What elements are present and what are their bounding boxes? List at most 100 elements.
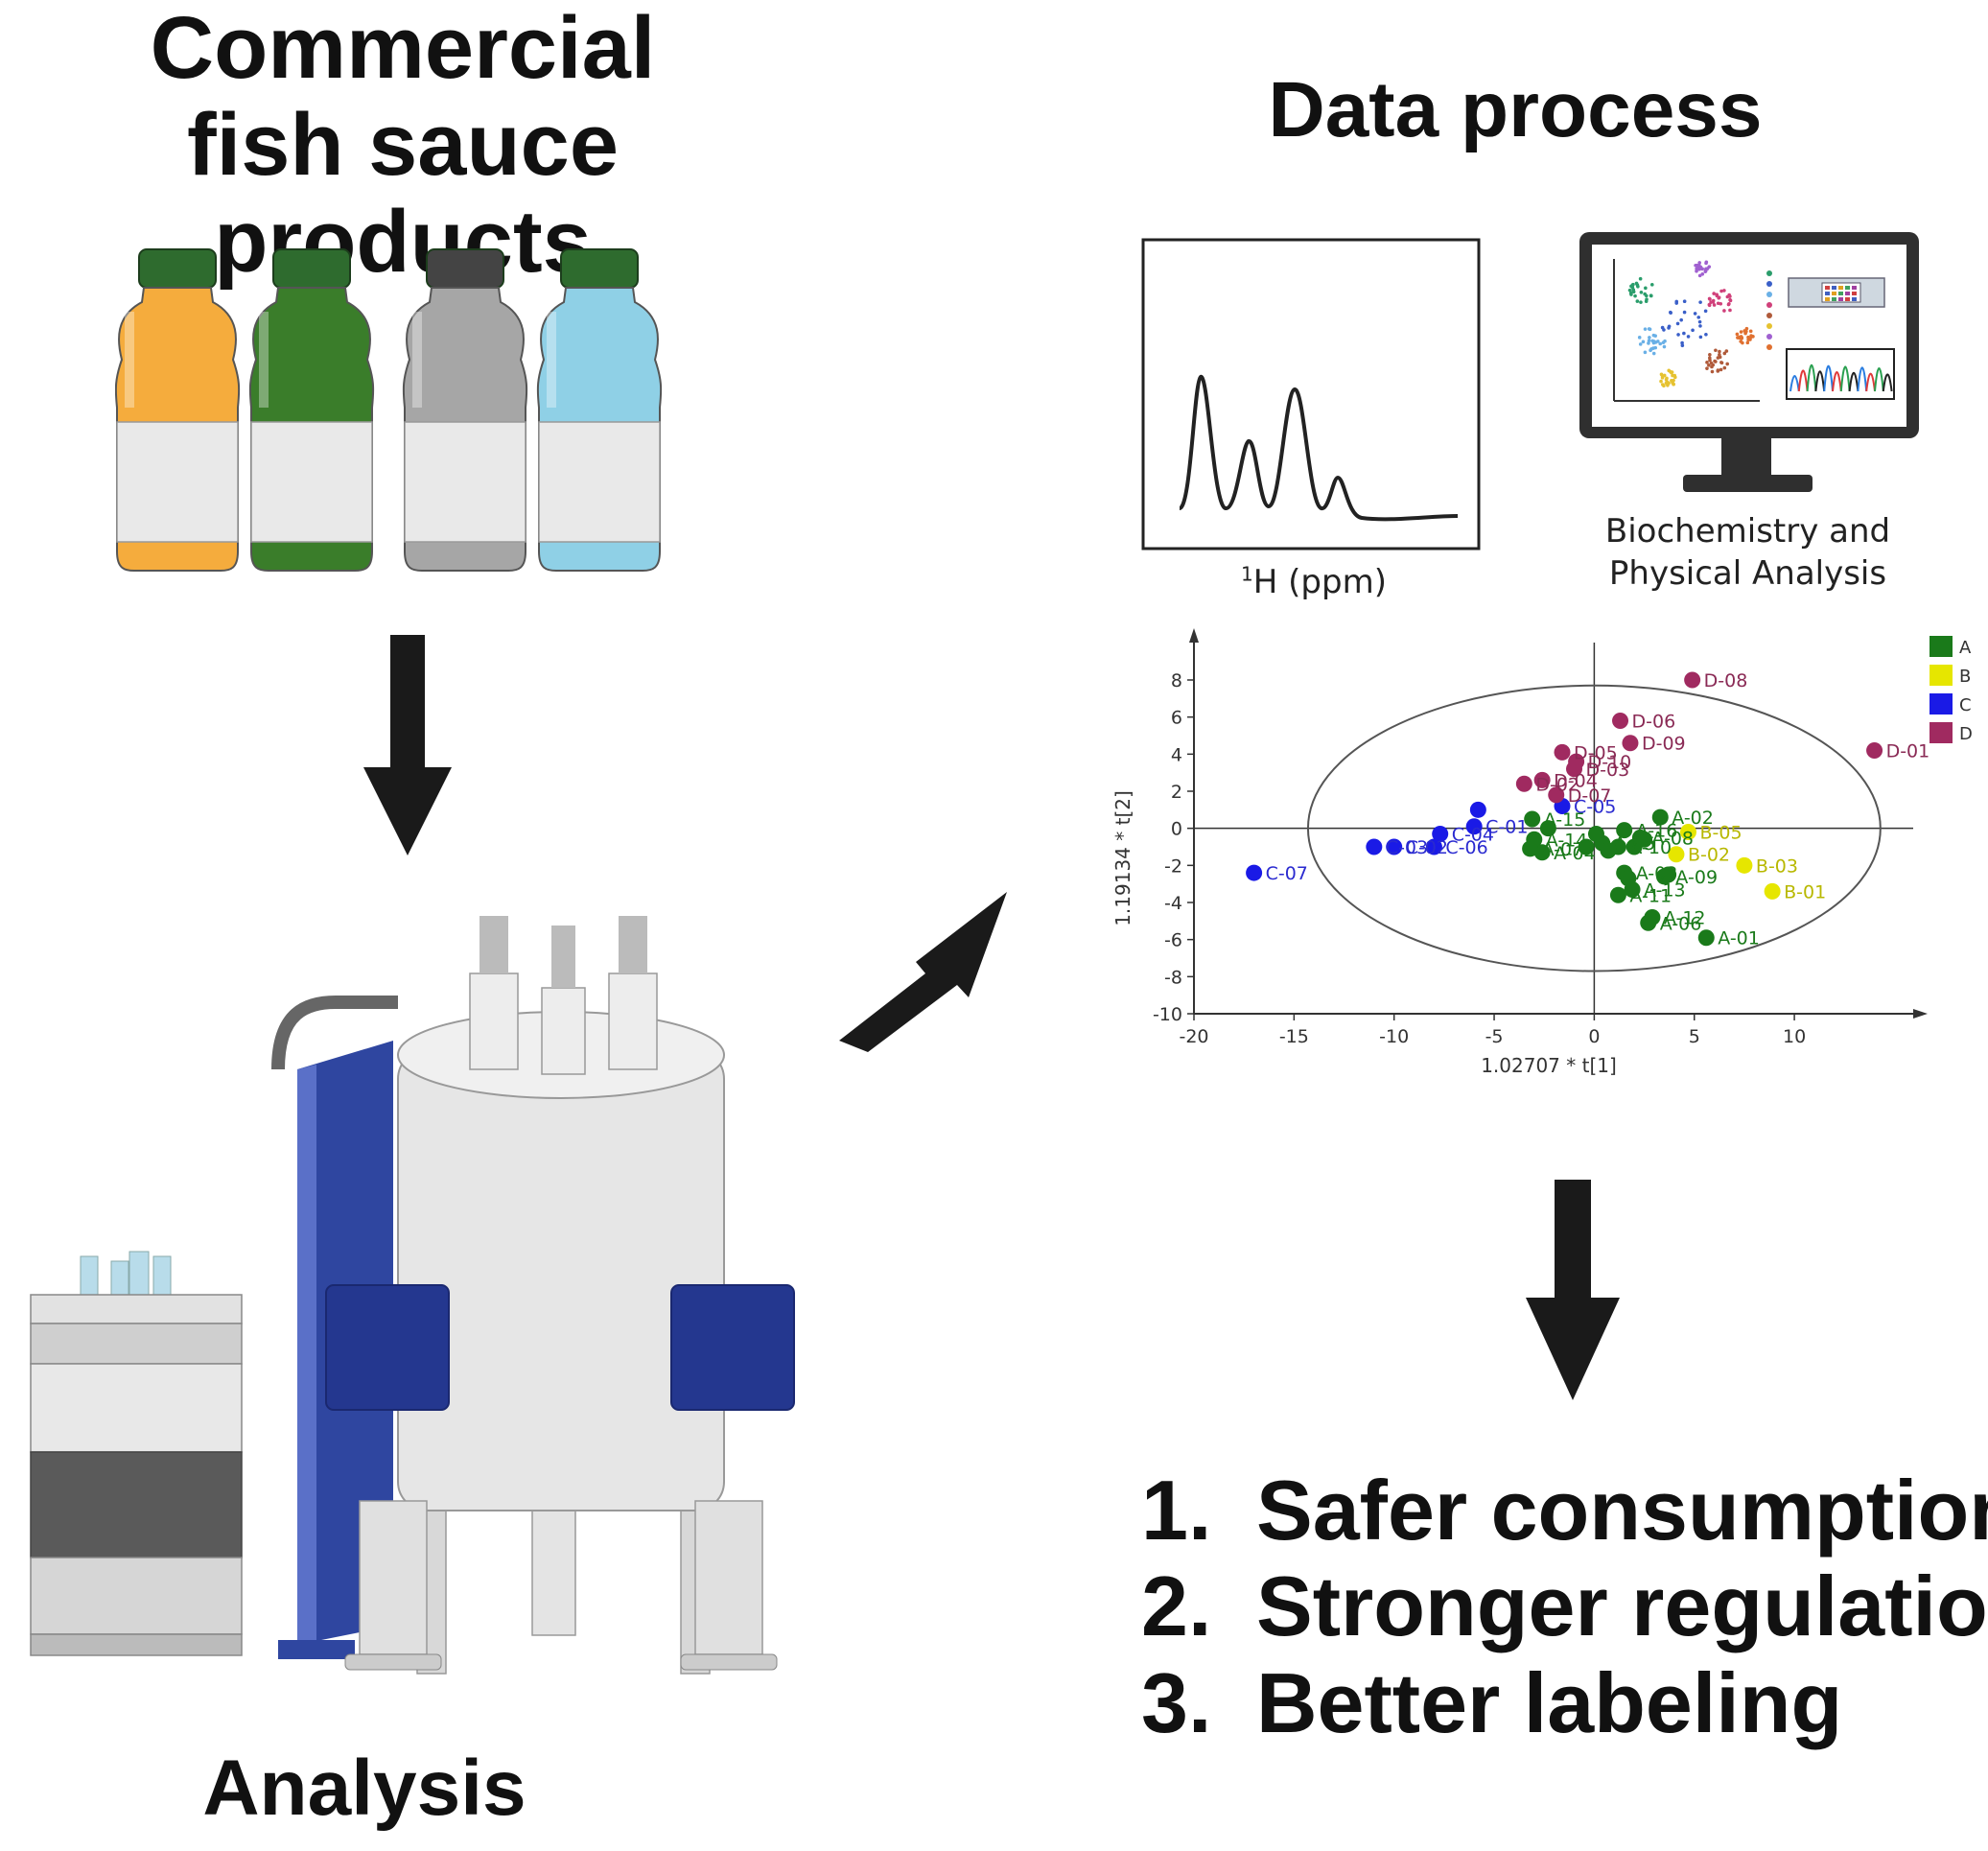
scatter-point-c bbox=[1465, 818, 1483, 835]
point-label: A-09 bbox=[1675, 867, 1718, 888]
y-tick-label: -8 bbox=[1164, 967, 1182, 988]
legend-swatch bbox=[1930, 636, 1953, 657]
scatter-point-d bbox=[1548, 786, 1565, 804]
scatter-point-a bbox=[1697, 929, 1715, 947]
outcome-number: 3. bbox=[1141, 1654, 1212, 1750]
scatter-point-d bbox=[1533, 771, 1551, 788]
point-label: A-13 bbox=[1644, 879, 1686, 901]
bottle-icon bbox=[248, 248, 375, 572]
legend-swatch bbox=[1930, 665, 1953, 686]
arrow-diagonal-icon bbox=[839, 892, 1007, 1052]
scatter-point-d bbox=[1515, 775, 1532, 792]
scatter-point-b bbox=[1668, 846, 1685, 863]
scatter-point-a bbox=[1636, 831, 1653, 848]
x-tick-label: -5 bbox=[1485, 1026, 1504, 1047]
scatter-point-c bbox=[1366, 838, 1383, 855]
scatter-point-a bbox=[1620, 870, 1637, 887]
point-label: A-12 bbox=[1664, 907, 1706, 928]
legend-label: B bbox=[1959, 667, 1971, 687]
point-label: C-06 bbox=[1445, 837, 1487, 858]
outcome-item-1: 1. Safer consumption bbox=[1141, 1463, 1988, 1558]
scatter-point-a bbox=[1526, 831, 1543, 848]
chart-ellipse bbox=[1306, 684, 1882, 972]
scatter-point-a bbox=[1609, 886, 1626, 903]
y-tick-label: -6 bbox=[1164, 930, 1182, 951]
x-tick-label: 5 bbox=[1689, 1026, 1700, 1047]
scatter-point-c bbox=[1246, 864, 1263, 881]
scatter-point-c bbox=[1469, 801, 1486, 818]
outcome-number: 1. bbox=[1141, 1463, 1212, 1558]
scatter-point-a bbox=[1660, 866, 1677, 883]
outcomes-list: 1. Safer consumption 2. Stronger regulat… bbox=[1141, 1463, 1988, 1751]
confidence-ellipse bbox=[1306, 684, 1882, 972]
scatter-point-d bbox=[1684, 671, 1701, 689]
bottle-icon bbox=[402, 248, 528, 572]
outcome-item-3: 3. Better labeling bbox=[1141, 1655, 1988, 1751]
outcome-item-2: 2. Stronger regulation bbox=[1141, 1558, 1988, 1654]
title-left-line2: fish sauce products bbox=[187, 96, 619, 292]
point-label: A-14 bbox=[1546, 830, 1588, 851]
scatter-point-b bbox=[1679, 824, 1696, 841]
monitor-caption: Biochemistry and Physical Analysis bbox=[1573, 510, 1923, 595]
point-label: C-05 bbox=[1574, 796, 1616, 817]
scatter-point-d bbox=[1866, 741, 1883, 759]
x-tick-label: -10 bbox=[1379, 1026, 1409, 1047]
scatter-point-c bbox=[1386, 838, 1403, 855]
scatter-point-a bbox=[1600, 842, 1617, 859]
point-label: C-01 bbox=[1485, 817, 1528, 838]
point-label: A-06 bbox=[1660, 913, 1702, 934]
scatter-point-a bbox=[1578, 838, 1595, 855]
scatter-point-d bbox=[1554, 743, 1571, 761]
outcome-text: Better labeling bbox=[1256, 1654, 1843, 1750]
legend-label: A bbox=[1959, 638, 1972, 658]
monitor-icon bbox=[1579, 232, 1919, 492]
point-label: D-10 bbox=[1588, 752, 1632, 773]
point-label: D-08 bbox=[1704, 670, 1748, 691]
point-label: A-11 bbox=[1629, 885, 1672, 906]
point-label: C-03 bbox=[1386, 837, 1428, 858]
scatter-point-c bbox=[1425, 838, 1442, 855]
point-label: A-15 bbox=[1544, 809, 1586, 831]
chart-x-axis-label: 1.02707 * t[1] bbox=[1481, 1054, 1617, 1077]
point-label: A-04 bbox=[1554, 843, 1596, 864]
y-tick-label: 8 bbox=[1171, 670, 1182, 691]
title-commercial-fish-sauce: Commercial fish sauce products bbox=[0, 0, 806, 292]
scatter-point-d bbox=[1612, 713, 1629, 730]
y-tick-label: 0 bbox=[1171, 819, 1182, 840]
nmr-magnet-icon bbox=[271, 916, 795, 1675]
nmr-axis-sup: 1 bbox=[1241, 562, 1253, 586]
y-tick-label: -2 bbox=[1164, 855, 1182, 877]
x-tick-label: 0 bbox=[1588, 1026, 1600, 1047]
title-left-line1: Commercial bbox=[150, 0, 656, 97]
point-label: B-05 bbox=[1699, 823, 1742, 844]
point-label: B-01 bbox=[1784, 881, 1826, 902]
outcome-number: 2. bbox=[1141, 1558, 1212, 1654]
point-label: A-10 bbox=[1629, 837, 1672, 858]
y-axis-arrow-icon bbox=[1189, 628, 1199, 643]
y-tick-label: -4 bbox=[1164, 893, 1182, 914]
point-label: C-07 bbox=[1266, 863, 1308, 884]
point-label: A-07 bbox=[1542, 839, 1584, 860]
point-label: A-02 bbox=[1672, 808, 1714, 829]
point-label: D-03 bbox=[1586, 760, 1630, 781]
y-tick-label: 4 bbox=[1171, 744, 1182, 765]
monitor-caption-line1: Biochemistry and bbox=[1604, 512, 1891, 551]
fish-sauce-bottles bbox=[115, 248, 663, 572]
scatter-point-d bbox=[1568, 753, 1585, 770]
chart-points bbox=[1246, 671, 1883, 947]
point-label: B-02 bbox=[1688, 845, 1730, 866]
nmr-spectrometer-and-hplc-illustration bbox=[30, 916, 795, 1675]
title-analysis: Analysis bbox=[202, 1745, 526, 1832]
legend-label: D bbox=[1959, 724, 1973, 744]
point-label: D-06 bbox=[1632, 712, 1676, 733]
y-tick-label: 6 bbox=[1171, 708, 1182, 729]
legend-swatch bbox=[1930, 693, 1953, 715]
point-label: A-16 bbox=[1636, 821, 1678, 842]
point-label: D-05 bbox=[1574, 742, 1618, 763]
scatter-point-b bbox=[1736, 856, 1753, 874]
point-label: A-03 bbox=[1636, 863, 1678, 884]
point-label: C-02 bbox=[1406, 837, 1448, 858]
